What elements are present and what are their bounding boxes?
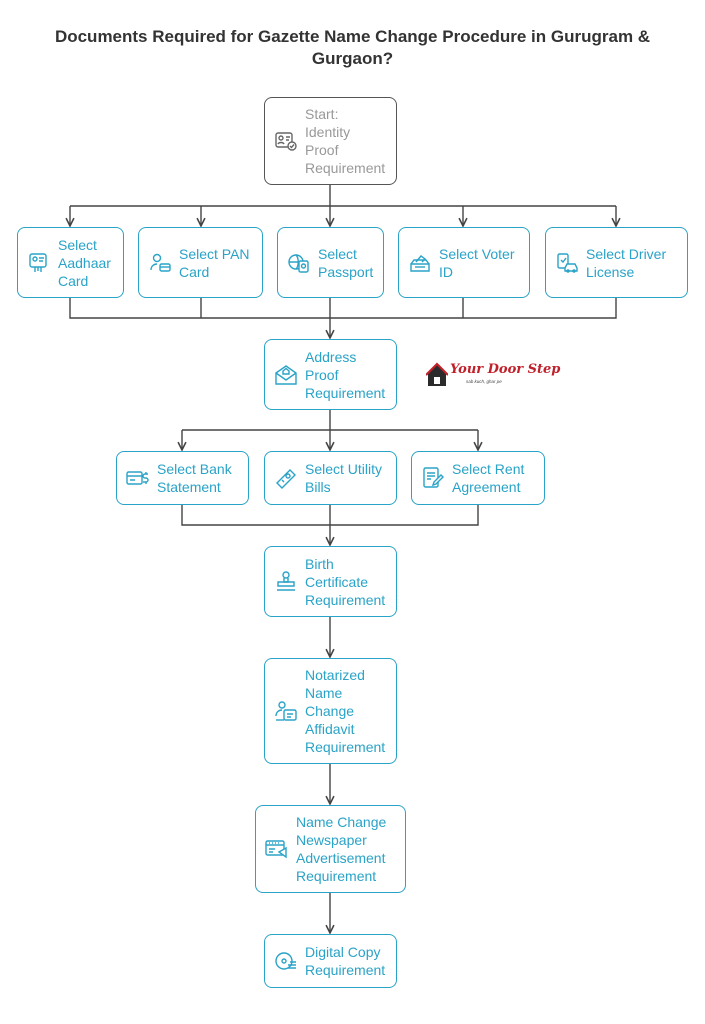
node-driver-license: Select Driver License — [545, 227, 688, 298]
node-passport: Select Passport — [277, 227, 384, 298]
logo-tagline: sab kuch, ghar pe — [466, 379, 502, 384]
node-start-identity-proof: Start: Identity Proof Requirement — [264, 97, 397, 185]
newspaper-ad-icon — [264, 836, 290, 862]
node-utility-bills: Select Utility Bills — [264, 451, 397, 505]
node-rent-agreement: Select Rent Agreement — [411, 451, 545, 505]
node-label: Select Passport — [318, 245, 374, 280]
node-label: Select PAN Card — [179, 245, 250, 280]
node-label: Select Voter ID — [439, 245, 515, 280]
node-label: Select Rent Agreement — [452, 461, 525, 495]
node-label: Notarized Name Change Affidavit Requirem… — [305, 667, 386, 755]
title-line-1: Documents Required for Gazette Name Chan… — [54, 27, 651, 46]
node-digital-copy: Digital Copy Requirement — [264, 934, 397, 988]
node-label: Select Bank Statement — [157, 461, 232, 495]
your-door-step-logo: Your Door Step sab kuch, ghar pe — [426, 360, 560, 390]
node-voter-id: Select Voter ID — [398, 227, 530, 298]
utility-bill-icon — [273, 465, 299, 491]
id-card-check-icon — [273, 128, 299, 154]
rent-agreement-icon — [420, 465, 446, 491]
node-address-proof: Address Proof Requirement — [264, 339, 397, 410]
node-birth-certificate: Birth Certificate Requirement — [264, 546, 397, 617]
address-envelope-icon — [273, 362, 299, 388]
driver-license-icon — [554, 250, 580, 276]
aadhaar-card-icon — [26, 250, 52, 276]
pan-card-icon — [147, 250, 173, 276]
stamp-icon — [273, 569, 299, 595]
node-label: Birth Certificate Requirement — [305, 555, 386, 608]
node-name-change-affidavit: Notarized Name Change Affidavit Requirem… — [264, 658, 397, 764]
house-logo-icon — [426, 362, 448, 386]
connector-id-merge — [69, 298, 617, 319]
logo-wordmark: Your Door Step — [450, 362, 561, 377]
title-line-2: Gurgaon? — [311, 49, 394, 68]
node-aadhaar-card: Select Aadhaar Card — [17, 227, 124, 298]
node-label: Digital Copy Requirement — [305, 944, 386, 978]
passport-icon — [286, 250, 312, 276]
node-label: Start: Identity Proof Requirement — [305, 106, 386, 176]
node-label: Address Proof Requirement — [305, 348, 386, 401]
bank-statement-icon — [125, 465, 151, 491]
ballot-box-icon — [407, 250, 433, 276]
node-label: Select Utility Bills — [305, 461, 383, 495]
affidavit-icon — [273, 698, 299, 724]
node-label: Select Aadhaar Card — [58, 236, 111, 289]
node-label: Name Change Newspaper Advertisement Requ… — [296, 814, 387, 884]
node-label: Select Driver License — [586, 245, 667, 280]
diagram-title: Documents Required for Gazette Name Chan… — [0, 26, 705, 70]
digital-copy-icon — [273, 948, 299, 974]
node-bank-statement: Select Bank Statement — [116, 451, 249, 505]
node-pan-card: Select PAN Card — [138, 227, 263, 298]
node-newspaper-advertisement: Name Change Newspaper Advertisement Requ… — [255, 805, 406, 893]
